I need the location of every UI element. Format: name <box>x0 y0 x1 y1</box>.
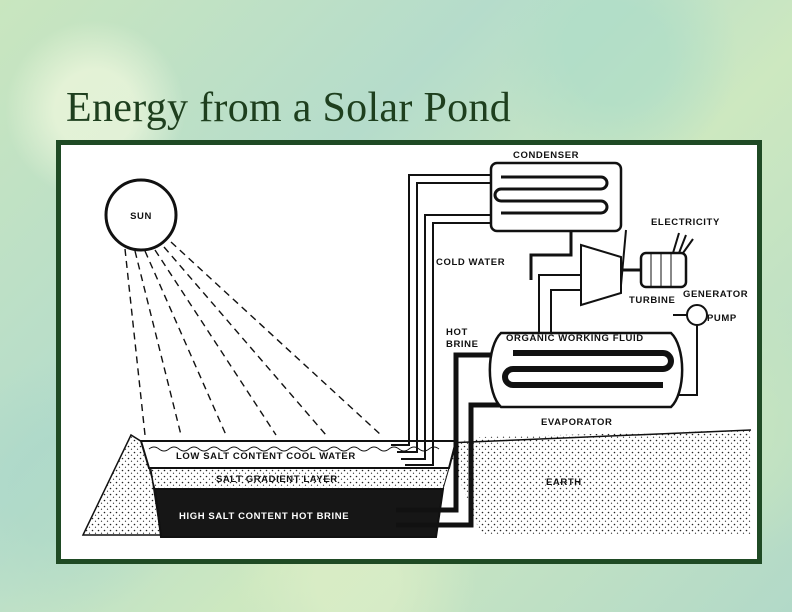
organic-working-fluid-label: ORGANIC WORKING FLUID <box>506 333 644 344</box>
low-salt-layer-label: LOW SALT CONTENT COOL WATER <box>176 451 356 462</box>
diagram-svg: SUN CONDENSER ELECTRICITY COLD WATER GEN… <box>81 150 752 538</box>
condenser <box>489 161 623 280</box>
cold-water-label: COLD WATER <box>436 257 505 268</box>
generator-label: GENERATOR <box>683 289 748 300</box>
working-fluid-pipe <box>538 229 627 335</box>
earth-label: EARTH <box>546 477 582 488</box>
pump-label: PUMP <box>707 313 737 324</box>
sun-label: SUN <box>130 211 152 222</box>
solar-pond-diagram: SUN CONDENSER ELECTRICITY COLD WATER GEN… <box>56 140 762 564</box>
hot-brine-label-line1: HOT <box>446 327 468 338</box>
pond <box>139 440 458 538</box>
sun-icon <box>104 178 178 252</box>
turbine <box>580 243 641 307</box>
condenser-label: CONDENSER <box>513 150 579 161</box>
cold-water-pipe <box>391 174 491 466</box>
turbine-label: TURBINE <box>629 295 675 306</box>
evaporator-label: EVAPORATOR <box>541 417 612 428</box>
sun-rays <box>124 241 382 436</box>
generator <box>639 232 694 289</box>
slide-title: Energy from a Solar Pond <box>66 85 512 131</box>
hot-brine-label-line2: BRINE <box>446 339 479 350</box>
salt-gradient-layer-label: SALT GRADIENT LAYER <box>216 474 338 485</box>
electricity-label: ELECTRICITY <box>651 217 720 228</box>
high-salt-layer-label: HIGH SALT CONTENT HOT BRINE <box>179 511 349 522</box>
pump <box>673 304 708 396</box>
evaporator <box>488 331 684 409</box>
hot-brine-pipe <box>396 352 501 528</box>
